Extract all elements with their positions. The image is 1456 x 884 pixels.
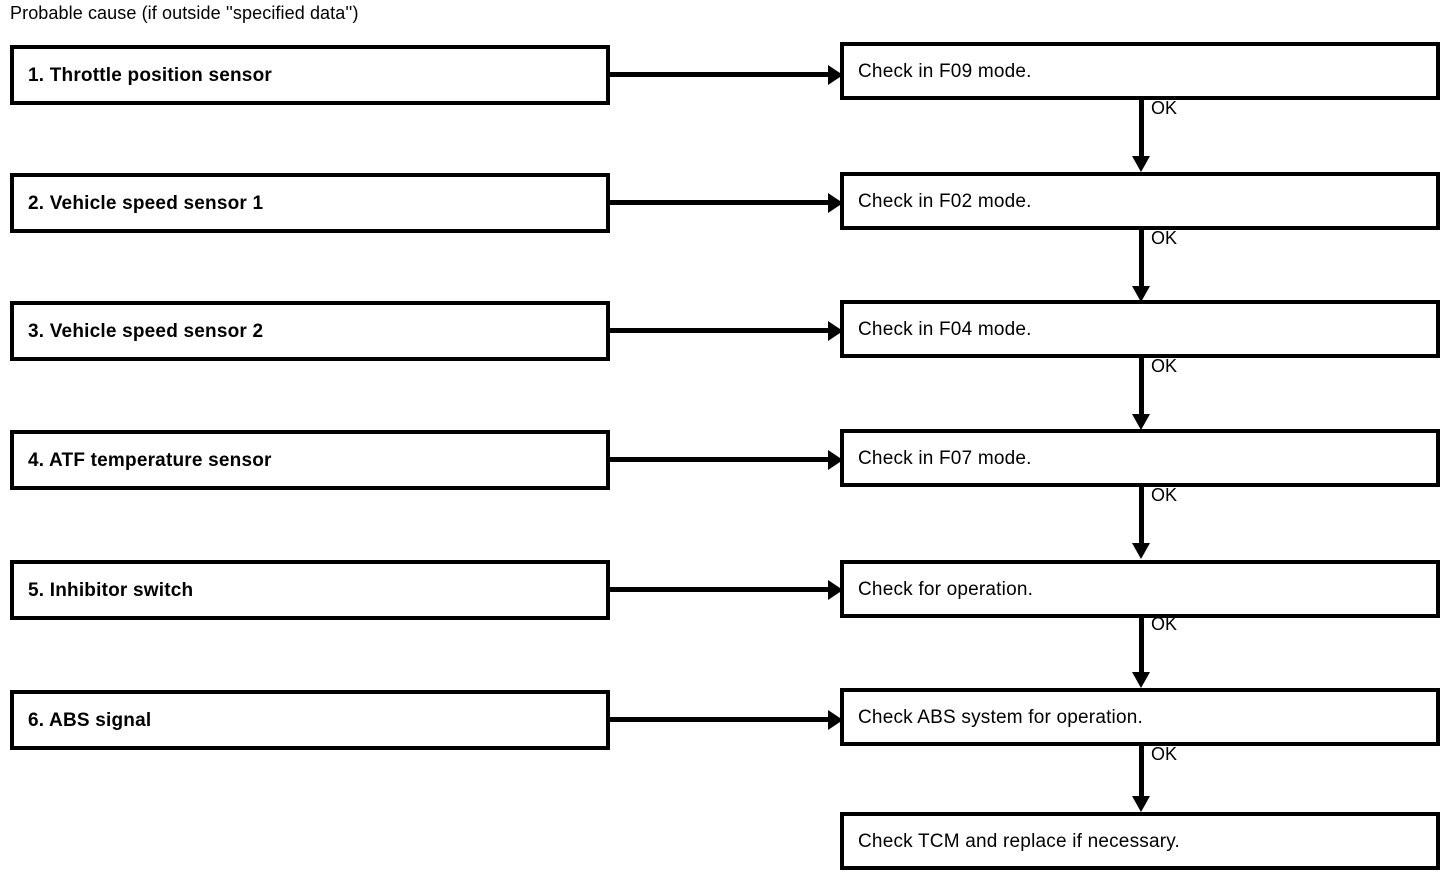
check-box-6[interactable]: Check ABS system for operation. xyxy=(840,688,1440,746)
arrow-line xyxy=(610,587,832,592)
arrow-cause-5-to-check-5 xyxy=(610,580,843,600)
arrow-line xyxy=(1139,616,1144,674)
arrow-head-down-icon xyxy=(1132,286,1150,302)
cause-box-2-label: 2. Vehicle speed sensor 1 xyxy=(28,192,264,214)
check-box-1[interactable]: Check in F09 mode. xyxy=(840,42,1440,100)
ok-label-2: OK xyxy=(1151,228,1178,248)
arrow-head-right-icon xyxy=(828,321,843,341)
cause-box-3[interactable]: 3. Vehicle speed sensor 2 xyxy=(10,301,610,361)
check-box-3-label: Check in F04 mode. xyxy=(858,318,1032,340)
final-step-label: Check TCM and replace if necessary. xyxy=(858,830,1181,852)
arrow-head-down-icon xyxy=(1132,796,1150,812)
check-box-3[interactable]: Check in F04 mode. xyxy=(840,300,1440,358)
check-box-2-label: Check in F02 mode. xyxy=(858,190,1032,212)
arrow-line xyxy=(1139,746,1144,798)
arrow-line xyxy=(1139,230,1144,288)
cause-box-3-label: 3. Vehicle speed sensor 2 xyxy=(28,320,264,342)
arrow-cause-2-to-check-2 xyxy=(610,193,843,213)
check-box-2[interactable]: Check in F02 mode. xyxy=(840,172,1440,230)
arrow-line xyxy=(610,457,832,462)
arrow-head-right-icon xyxy=(828,450,843,470)
arrow-line xyxy=(1139,100,1144,158)
check-box-4[interactable]: Check in F07 mode. xyxy=(840,429,1440,487)
cause-box-1-label: 1. Throttle position sensor xyxy=(28,64,272,86)
page-title: Probable cause (if outside ''specified d… xyxy=(10,3,359,23)
cause-box-5[interactable]: 5. Inhibitor switch xyxy=(10,560,610,620)
ok-label-4: OK xyxy=(1151,485,1178,505)
cause-box-4-label: 4. ATF temperature sensor xyxy=(28,449,272,471)
arrow-head-right-icon xyxy=(828,65,843,85)
arrow-head-down-icon xyxy=(1132,672,1150,688)
check-box-1-label: Check in F09 mode. xyxy=(858,60,1032,82)
arrow-head-down-icon xyxy=(1132,156,1150,172)
arrow-cause-3-to-check-3 xyxy=(610,321,843,341)
arrow-head-down-icon xyxy=(1132,414,1150,430)
final-step-box[interactable]: Check TCM and replace if necessary. xyxy=(840,812,1440,870)
cause-box-6-label: 6. ABS signal xyxy=(28,709,152,731)
ok-label-3: OK xyxy=(1151,356,1178,376)
cause-box-6[interactable]: 6. ABS signal xyxy=(10,690,610,750)
check-box-5-label: Check for operation. xyxy=(858,578,1034,600)
arrow-cause-4-to-check-4 xyxy=(610,450,843,470)
arrow-cause-6-to-check-6 xyxy=(610,710,843,730)
ok-label-5: OK xyxy=(1151,614,1178,634)
arrow-head-right-icon xyxy=(828,710,843,730)
cause-box-2[interactable]: 2. Vehicle speed sensor 1 xyxy=(10,173,610,233)
check-box-5[interactable]: Check for operation. xyxy=(840,560,1440,618)
arrow-line xyxy=(610,328,832,333)
ok-label-1: OK xyxy=(1151,98,1178,118)
arrow-line xyxy=(610,717,832,722)
cause-box-4[interactable]: 4. ATF temperature sensor xyxy=(10,430,610,490)
arrow-head-right-icon xyxy=(828,580,843,600)
arrow-line xyxy=(610,72,832,77)
cause-box-5-label: 5. Inhibitor switch xyxy=(28,579,194,601)
arrow-line xyxy=(1139,487,1144,545)
arrow-cause-1-to-check-1 xyxy=(610,65,843,85)
arrow-head-right-icon xyxy=(828,193,843,213)
arrow-line xyxy=(1139,358,1144,416)
ok-label-6: OK xyxy=(1151,744,1178,764)
check-box-4-label: Check in F07 mode. xyxy=(858,447,1032,469)
arrow-head-down-icon xyxy=(1132,543,1150,559)
check-box-6-label: Check ABS system for operation. xyxy=(858,706,1143,728)
arrow-line xyxy=(610,200,832,205)
cause-box-1[interactable]: 1. Throttle position sensor xyxy=(10,45,610,105)
